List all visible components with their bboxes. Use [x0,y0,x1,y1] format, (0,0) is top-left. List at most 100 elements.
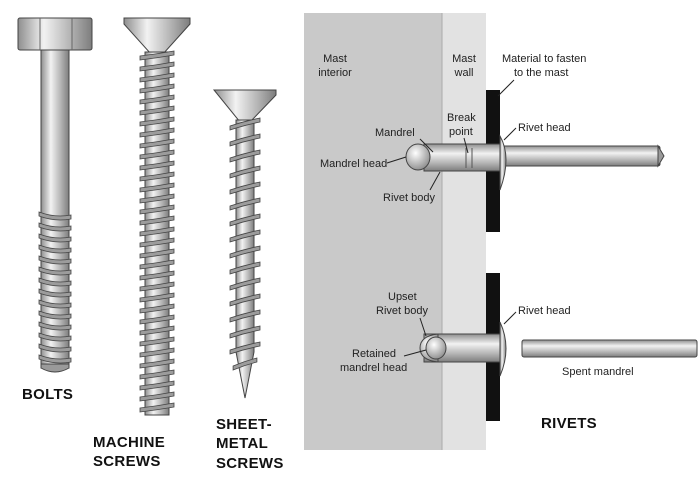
thread-ridge [139,281,175,292]
thread-ridge [38,343,72,353]
thread-ridge [139,336,175,347]
thread-ridge [139,127,175,138]
thread-ridge [38,211,72,221]
thread-ridge [139,391,175,402]
thread-ridge [139,270,175,281]
rivet-head-label-top: Rivet head [518,122,571,134]
thread-ridge [139,171,175,182]
bolts-caption: BOLTS [22,386,73,403]
bolt-head [17,17,93,51]
thread-ridge [38,310,72,320]
thread-ridge [139,314,175,325]
retained-mandrel-head [425,336,447,360]
material-label-line2: to the mast [514,67,568,79]
thread-ridge [38,266,72,276]
thread-ridge [139,303,175,314]
thread-ridge [38,277,72,287]
rivet-head-bottom [499,321,507,377]
bolt-shank [40,49,70,369]
mast-interior-label-line2: interior [318,67,352,79]
upset-label-line2: Rivet body [376,305,428,317]
sheet-metal-caption-line1: SHEET- [216,416,272,433]
sheet-metal-caption-line2: METAL [216,435,268,452]
thread-ridge [38,299,72,309]
sheet-screw-threads [229,117,261,371]
thread-ridge [229,277,261,291]
material-label-line1: Material to fasten [502,53,586,65]
thread-ridge [229,325,261,339]
thread-ridge [38,255,72,265]
thread-ridge [38,222,72,232]
mast-interior-label-line1: Mast [323,53,347,65]
thread-ridge [229,341,261,355]
mandrel-head-top [405,143,431,171]
thread-ridge [139,369,175,380]
rivet-body-label: Rivet body [383,192,435,204]
thread-ridge [229,197,261,211]
mast-wall-label-line1: Mast [452,53,476,65]
mast-wall [442,13,486,450]
mast-wall-label-line2: wall [454,67,474,79]
thread-ridge [139,94,175,105]
thread-ridge [229,309,261,323]
thread-ridge [139,248,175,259]
thread-ridge [229,149,261,163]
thread-ridge [229,181,261,195]
thread-ridge [139,325,175,336]
mandrel-head-label: Mandrel head [320,158,387,170]
machine-screw-threads [139,50,175,413]
thread-ridge [38,321,72,331]
thread-ridge [229,229,261,243]
upset-label-line1: Upset [388,291,417,303]
thread-ridge [38,354,72,364]
thread-ridge [139,226,175,237]
rivet-body-top [423,143,501,172]
retained-label-line2: mandrel head [340,362,407,374]
mast-interior-area [304,13,442,450]
thread-ridge [139,160,175,171]
thread-ridge [139,182,175,193]
rivet-bottom [419,321,698,377]
spent-mandrel-label: Spent mandrel [562,366,634,378]
thread-ridge [139,116,175,127]
rivets-caption: RIVETS [541,415,597,432]
thread-ridge [38,233,72,243]
mandrel-label: Mandrel [375,127,415,139]
thread-ridge [38,332,72,342]
thread-ridge [139,105,175,116]
thread-ridge [139,50,175,61]
thread-ridge [139,237,175,248]
sheet-metal-caption-line3: SCREWS [216,455,284,472]
thread-ridge [232,357,258,371]
thread-ridge [229,213,261,227]
break-point-label-line1: Break [447,112,476,124]
spent-mandrel [521,339,698,358]
thread-ridge [229,133,261,147]
break-point-label-line2: point [449,126,473,138]
thread-ridge [139,259,175,270]
thread-ridge [139,380,175,391]
machine-screw-head [123,17,191,55]
thread-ridge [229,117,261,131]
machine-screw [123,17,191,416]
bolt [17,17,93,373]
sheet-screw-shank [235,119,255,399]
rivet-head-label-bottom: Rivet head [518,305,571,317]
thread-ridge [229,245,261,259]
rivet-head-top [499,134,507,191]
thread-ridge [139,61,175,72]
thread-ridge [139,83,175,94]
thread-ridge [139,358,175,369]
retained-label-line1: Retained [352,348,396,360]
thread-ridge [139,204,175,215]
rivet-top [405,134,665,191]
thread-ridge [229,293,261,307]
thread-ridge [139,402,175,413]
thread-ridge [139,72,175,83]
thread-ridge [139,149,175,160]
thread-ridge [139,138,175,149]
thread-ridge [139,215,175,226]
machine-screws-caption-line1: MACHINE [93,434,165,451]
